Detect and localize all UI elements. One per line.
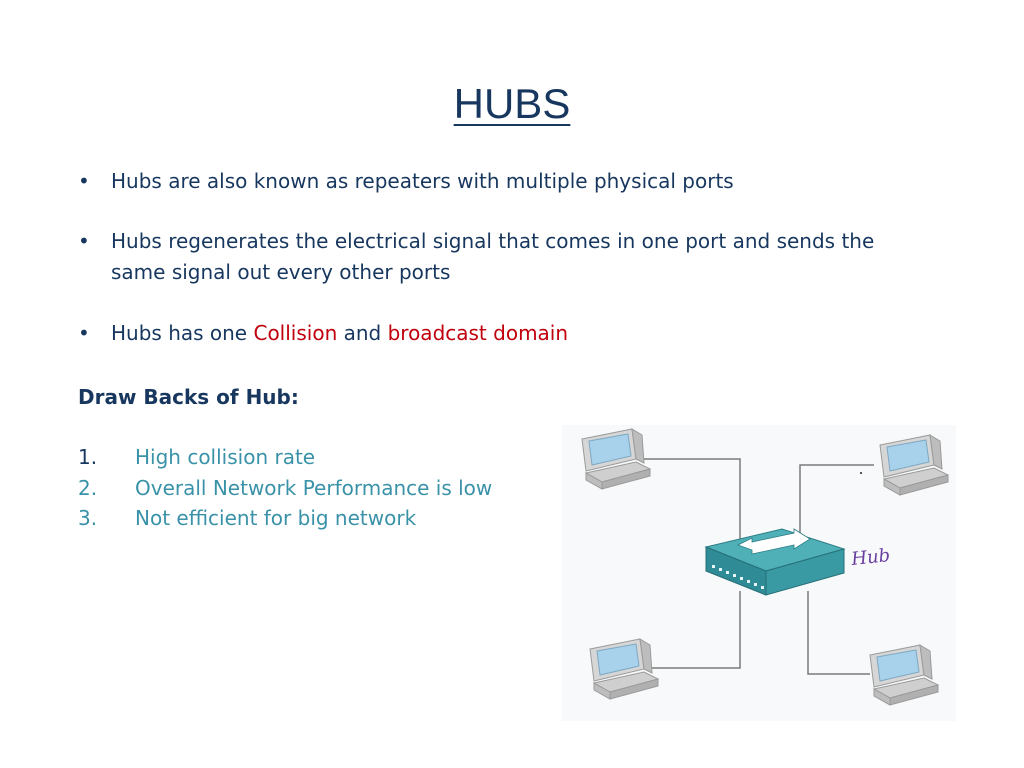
bullet-text: Hubs are also known as repeaters with mu… [111,169,734,193]
bullet-text-middle: and [337,321,388,345]
drawbacks-heading: Draw Backs of Hub: [78,385,299,409]
bullet-item: Hubs has one Collision and broadcast dom… [78,318,878,349]
bullet-text: Hubs regenerates the electrical signal t… [111,229,875,284]
bullet-text-prefix: Hubs has one [111,321,254,345]
collision-highlight: Collision [253,321,338,345]
link-line-bottom-right [807,591,870,675]
hub-device-icon [704,528,846,596]
drawback-number: 3. [78,506,98,530]
hub-label: Hub [849,545,891,570]
drawback-text: High collision rate [135,445,316,469]
drawback-text: Overall Network Performance is low [135,475,493,500]
broadcast-domain-highlight: broadcast domain [387,321,569,345]
link-line-bottom-left [650,591,741,669]
bullet-list: Hubs are also known as repeaters with mu… [78,166,878,349]
bullet-item: Hubs are also known as repeaters with mu… [78,166,878,197]
hub-diagram-svg: Hub [562,425,956,721]
link-line-top-left [637,458,741,551]
link-line-top-right [799,464,874,547]
slide-title-text: HUBS [453,80,571,127]
drawback-item: 1. High collision rate [78,442,492,473]
hub-network-diagram: Hub [562,425,956,721]
bullet-item: Hubs regenerates the electrical signal t… [78,226,878,288]
drawback-number: 1. [78,445,98,469]
drawbacks-list: 1. High collision rate 2. Overall Networ… [78,442,492,534]
drawback-item: 2. Overall Network Performance is low [78,473,492,504]
drawback-number: 2. [78,475,98,500]
slide-title: HUBS [0,80,1024,128]
drawback-item: 3. Not efficient for big network [78,503,492,534]
drawback-text: Not efficient for big network [135,506,417,530]
